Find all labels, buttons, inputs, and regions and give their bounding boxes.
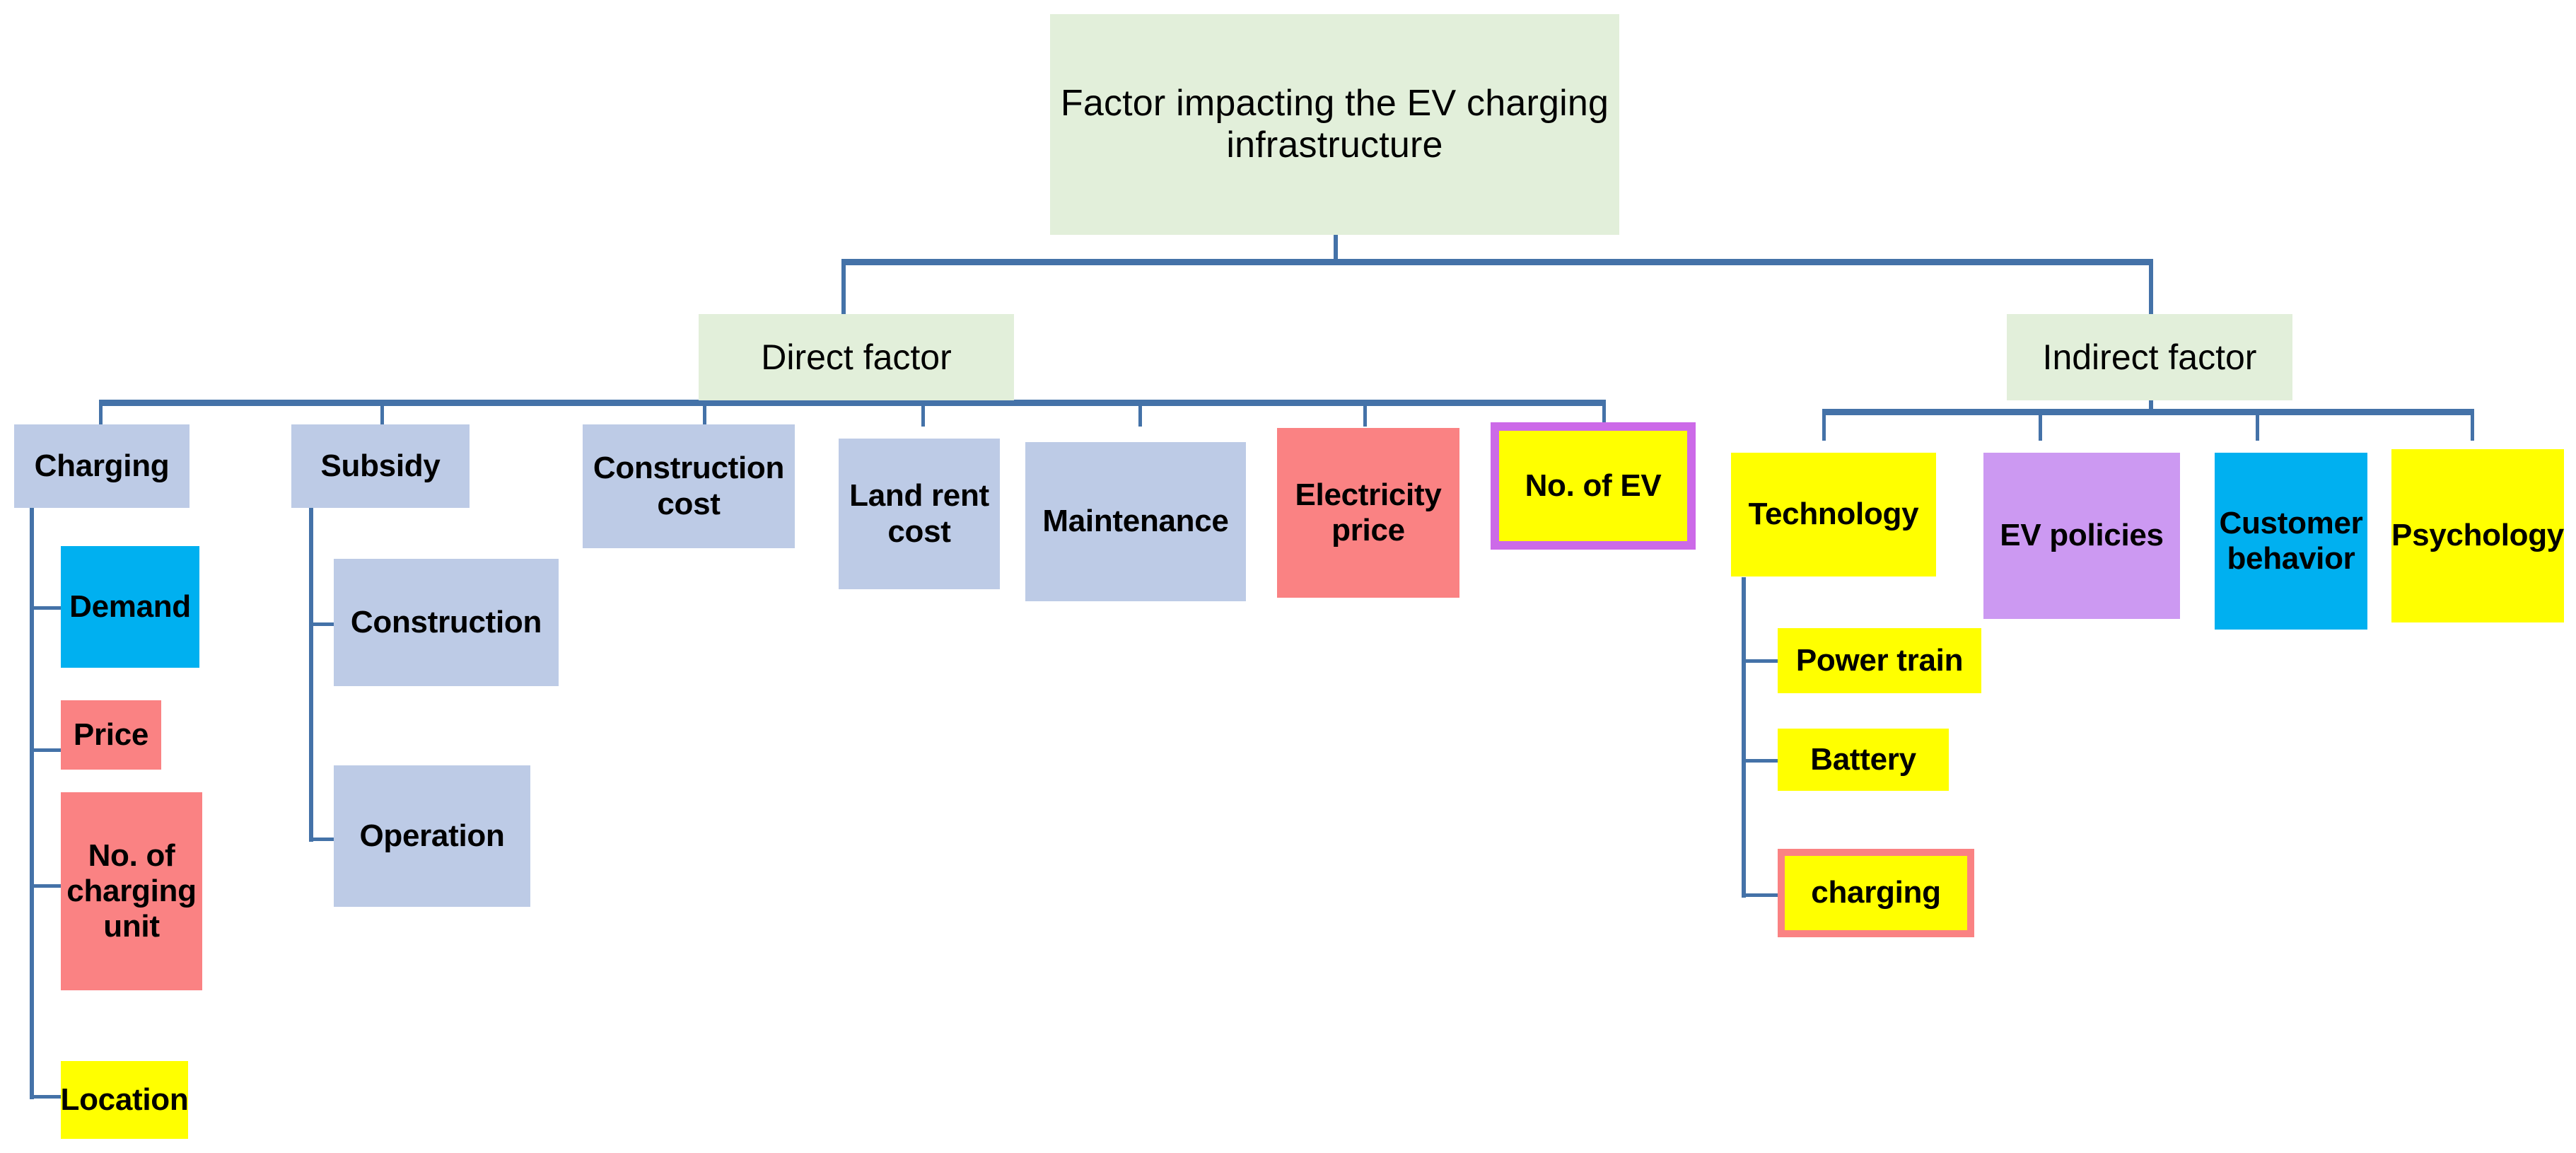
node-root-factor[interactable]: Factor impacting the EV charging infrast… — [1050, 14, 1619, 235]
node-technology-charging[interactable]: charging — [1778, 849, 1974, 937]
connector-direct-stub-construction-cost — [703, 400, 706, 427]
connector-subsidy-trunk — [309, 482, 313, 842]
connector-direct-bus — [99, 400, 1604, 406]
node-indirect-factor[interactable]: Indirect factor — [2007, 314, 2292, 400]
connector-direct-stub-subsidy — [380, 400, 384, 427]
node-no-of-ev[interactable]: No. of EV — [1491, 422, 1696, 550]
connector-charging-to-location — [30, 1095, 65, 1099]
connector-to-direct — [841, 259, 846, 314]
node-customer-behavior[interactable]: Customer behavior — [2215, 453, 2367, 630]
node-electricity-price[interactable]: Electricity price — [1277, 428, 1459, 598]
connector-technology-to-power-train — [1742, 659, 1781, 663]
node-direct-factor[interactable]: Direct factor — [699, 314, 1014, 400]
connector-charging-to-no-of-charging-unit — [30, 884, 65, 888]
connector-charging-to-demand — [30, 606, 65, 610]
node-demand[interactable]: Demand — [61, 546, 199, 668]
connector-subsidy-to-construction — [309, 622, 349, 626]
node-battery[interactable]: Battery — [1778, 729, 1949, 791]
connector-charging-trunk — [30, 508, 34, 1099]
node-land-rent-cost[interactable]: Land rent cost — [839, 439, 1000, 589]
node-technology[interactable]: Technology — [1731, 453, 1936, 576]
connector-charging-to-price — [30, 748, 65, 752]
node-psychology[interactable]: Psychology — [2391, 449, 2564, 622]
connector-direct-stub-electricity-price — [1363, 400, 1367, 427]
connector-indirect-stub-ev-policies — [2039, 409, 2042, 441]
connector-subsidy-to-operation — [309, 838, 349, 841]
connector-indirect-stub-psychology — [2471, 409, 2474, 441]
connector-direct-stub-no-of-ev — [1602, 400, 1606, 427]
node-subsidy[interactable]: Subsidy — [291, 424, 470, 508]
node-location[interactable]: Location — [61, 1061, 188, 1139]
node-ev-policies[interactable]: EV policies — [1983, 453, 2180, 619]
connector-direct-stub-maintenance — [1138, 400, 1142, 427]
node-subsidy-operation[interactable]: Operation — [334, 765, 530, 907]
connector-direct-stub-land-rent-cost — [921, 400, 925, 427]
connector-direct-stub-charging — [99, 400, 103, 427]
node-no-of-charging-unit[interactable]: No. of charging unit — [61, 792, 202, 990]
connector-indirect-stub-customer-behavior — [2256, 409, 2259, 441]
connector-technology-trunk — [1742, 577, 1746, 898]
node-subsidy-construction[interactable]: Construction — [334, 559, 559, 686]
node-power-train[interactable]: Power train — [1778, 628, 1981, 693]
connector-root-bus — [841, 259, 2153, 265]
node-maintenance[interactable]: Maintenance — [1025, 442, 1246, 601]
connector-technology-to-charging — [1742, 893, 1781, 897]
connector-root-stem — [1334, 235, 1338, 262]
node-construction-cost[interactable]: Construction cost — [583, 424, 795, 548]
node-price[interactable]: Price — [61, 700, 161, 770]
connector-indirect-stub-technology — [1822, 409, 1826, 441]
connector-to-indirect — [2149, 259, 2153, 314]
node-charging[interactable]: Charging — [14, 424, 190, 508]
connector-indirect-bus — [1822, 409, 2474, 415]
connector-technology-to-battery — [1742, 759, 1781, 763]
